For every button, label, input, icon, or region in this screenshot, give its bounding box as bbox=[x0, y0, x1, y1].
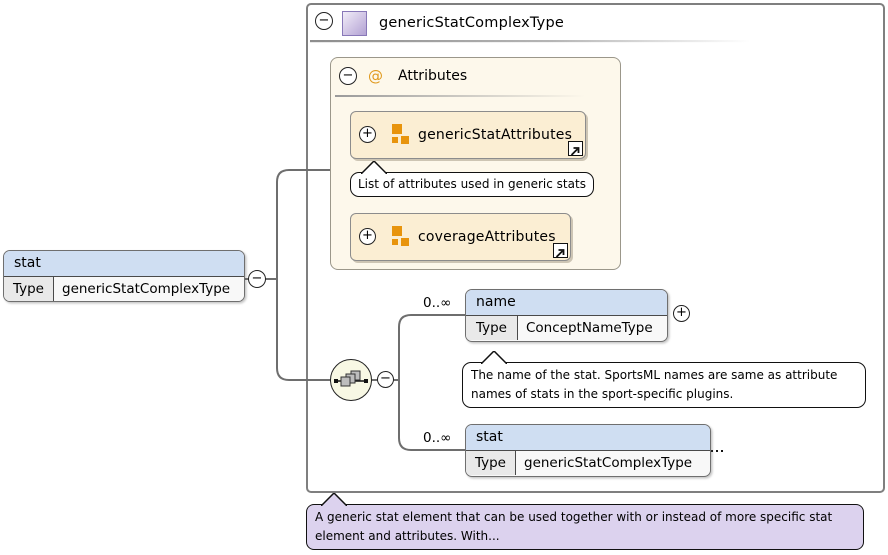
page-title: genericStatComplexType bbox=[379, 15, 564, 31]
attribute-group-name: coverageAttributes bbox=[418, 229, 556, 245]
collapse-icon[interactable]: − bbox=[248, 270, 266, 288]
link-arrow-icon[interactable] bbox=[568, 141, 583, 156]
element-name: stat bbox=[4, 251, 244, 277]
attributes-group-box: − @ Attributes + genericStatAttributes L… bbox=[330, 57, 621, 270]
attribute-tooltip: List of attributes used in generic stats bbox=[350, 161, 594, 197]
sequence-compositor[interactable] bbox=[330, 359, 372, 401]
element-annotation: The name of the stat. SportsML names are… bbox=[462, 351, 866, 408]
link-arrow-icon[interactable] bbox=[553, 243, 568, 258]
type-value: ConceptNameType bbox=[518, 316, 667, 340]
collapse-icon[interactable]: − bbox=[315, 12, 333, 30]
footer-annotation: A generic stat element that can be used … bbox=[306, 493, 864, 550]
attribute-group-icon bbox=[392, 226, 409, 246]
title-separator-highlight bbox=[310, 42, 750, 43]
attribute-tooltip-text: List of attributes used in generic stats bbox=[358, 177, 586, 191]
title-separator bbox=[310, 40, 750, 42]
attribute-at-icon: @ bbox=[368, 67, 383, 85]
type-label: Type bbox=[466, 316, 518, 340]
expand-icon[interactable]: + bbox=[359, 126, 376, 143]
attribute-group-coverageAttributes[interactable]: + coverageAttributes bbox=[350, 213, 571, 261]
attribute-group-name: genericStatAttributes bbox=[418, 127, 573, 143]
element-name: stat bbox=[466, 425, 710, 451]
sequence-icon bbox=[334, 370, 368, 387]
element-box-stat-root[interactable]: stat Type genericStatComplexType bbox=[3, 250, 245, 302]
type-value: genericStatComplexType bbox=[516, 451, 710, 475]
cardinality-label: 0..∞ bbox=[423, 295, 452, 311]
element-annotation-text: The name of the stat. SportsML names are… bbox=[471, 368, 838, 401]
element-box-name[interactable]: name Type ConceptNameType bbox=[465, 289, 668, 342]
type-label: Type bbox=[4, 277, 54, 301]
type-label: Type bbox=[466, 451, 516, 475]
attributes-separator bbox=[335, 95, 585, 97]
collapse-icon[interactable]: − bbox=[377, 371, 394, 388]
complex-type-titlebar: − genericStatComplexType bbox=[308, 5, 883, 41]
expand-icon[interactable]: + bbox=[359, 228, 376, 245]
cardinality-label: 0..∞ bbox=[423, 430, 452, 446]
expand-icon[interactable]: + bbox=[673, 305, 690, 322]
attributes-group-label: Attributes bbox=[398, 68, 468, 84]
collapse-icon[interactable]: − bbox=[339, 67, 357, 85]
complex-type-icon bbox=[342, 11, 367, 36]
attribute-group-genericStatAttributes[interactable]: + genericStatAttributes bbox=[350, 111, 586, 159]
element-box-stat-child[interactable]: stat Type genericStatComplexType bbox=[465, 424, 711, 477]
element-name: name bbox=[466, 290, 667, 316]
type-value: genericStatComplexType bbox=[54, 277, 244, 301]
attribute-group-icon bbox=[392, 124, 409, 144]
footer-annotation-text: A generic stat element that can be used … bbox=[315, 510, 833, 543]
